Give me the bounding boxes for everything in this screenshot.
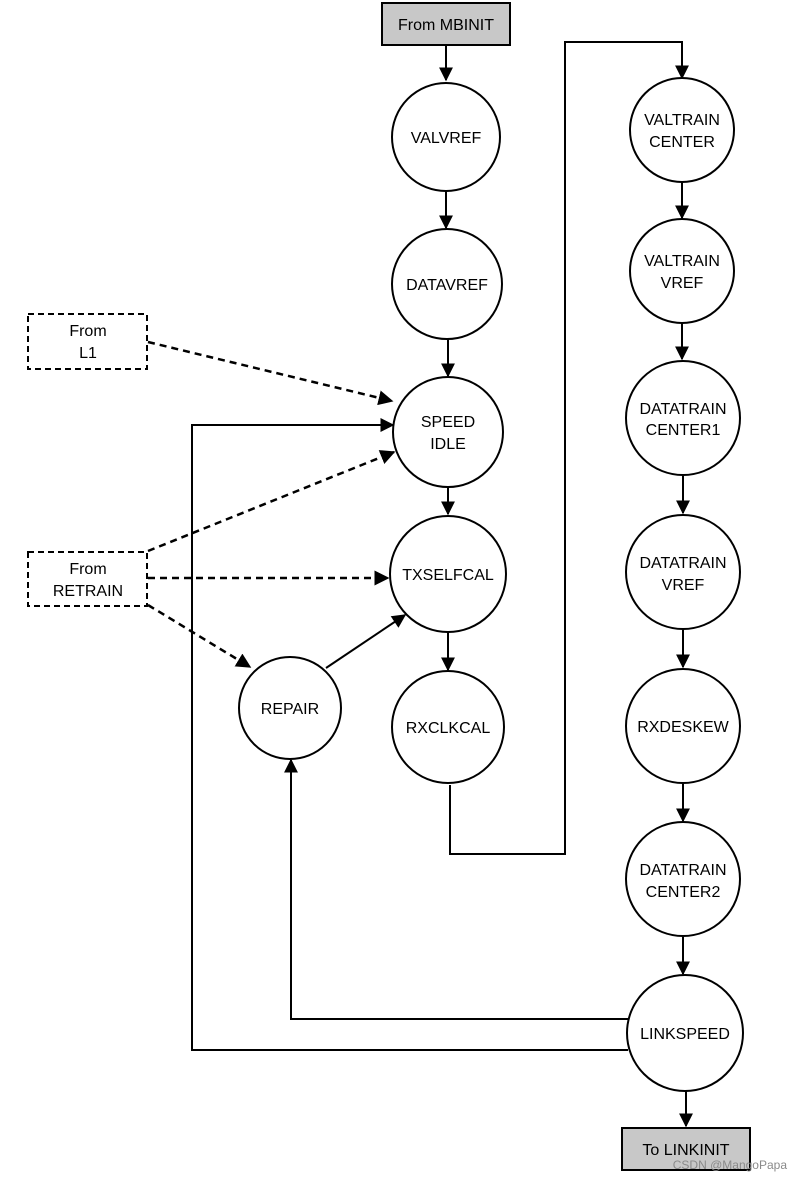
state-rxclkcal: RXCLKCAL: [391, 670, 505, 784]
state-valtrain-center-line2: CENTER: [649, 134, 715, 151]
state-valtrain-vref-line1: VALTRAIN: [644, 253, 720, 270]
end-box-linkinit: To LINKINIT: [621, 1127, 751, 1171]
state-datatrain-vref-line1: DATATRAIN: [639, 555, 726, 572]
entry-l1-line2: L1: [79, 345, 97, 362]
state-txselfcal-label: TXSELFCAL: [402, 567, 494, 584]
state-datatrain-vref: DATATRAIN VREF: [625, 514, 741, 630]
state-repair-label: REPAIR: [261, 701, 319, 718]
watermark: CSDN @MangoPapa: [673, 1158, 788, 1172]
state-linkspeed: LINKSPEED: [626, 974, 744, 1092]
edge-retrain-speedidle: [147, 450, 396, 553]
state-datatrain-center2-line1: DATATRAIN: [639, 862, 726, 879]
start-label: From MBINIT: [398, 17, 494, 34]
state-datavref: DATAVREF: [391, 228, 503, 340]
state-valvref-label: VALVREF: [411, 130, 482, 147]
state-valvref: VALVREF: [391, 82, 501, 192]
edge-rxclkcal-valtrain-center: [449, 41, 689, 855]
edge-l1-speedidle: [147, 340, 394, 406]
entry-retrain-line2: RETRAIN: [53, 583, 123, 600]
state-rxdeskew: RXDESKEW: [625, 668, 741, 784]
end-label: To LINKINIT: [642, 1142, 729, 1159]
start-box-mbinit: From MBINIT: [381, 2, 511, 46]
state-valtrain-vref-line2: VREF: [661, 275, 704, 292]
state-txselfcal: TXSELFCAL: [389, 515, 507, 633]
state-datatrain-center2-line2: CENTER2: [646, 884, 721, 901]
state-linkspeed-label: LINKSPEED: [640, 1026, 730, 1043]
entry-retrain-line1: From: [69, 561, 106, 578]
state-rxdeskew-label: RXDESKEW: [637, 719, 729, 736]
entry-l1-line1: From: [69, 323, 106, 340]
state-speedidle: SPEED IDLE: [392, 376, 504, 488]
edge-linkspeed-repair: [284, 758, 628, 1020]
state-datatrain-center2: DATATRAIN CENTER2: [625, 821, 741, 937]
state-datatrain-center1-line2: CENTER1: [646, 422, 721, 439]
state-datatrain-vref-line2: VREF: [662, 577, 705, 594]
state-valtrain-center: VALTRAIN CENTER: [629, 77, 735, 183]
entry-box-retrain: From RETRAIN: [27, 551, 148, 607]
edge-retrain-repair: [147, 603, 252, 669]
state-repair: REPAIR: [238, 656, 342, 760]
state-datavref-label: DATAVREF: [406, 277, 488, 294]
state-speedidle-line2: IDLE: [430, 436, 466, 453]
state-datatrain-center1: DATATRAIN CENTER1: [625, 360, 741, 476]
edge-linkspeed-speedidle: [191, 418, 628, 1051]
state-speedidle-line1: SPEED: [421, 414, 475, 431]
state-valtrain-center-line1: VALTRAIN: [644, 112, 720, 129]
entry-box-l1: From L1: [27, 313, 148, 370]
state-rxclkcal-label: RXCLKCAL: [406, 720, 491, 737]
state-valtrain-vref: VALTRAIN VREF: [629, 218, 735, 324]
state-datatrain-center1-line1: DATATRAIN: [639, 401, 726, 418]
edge-repair-txselfcal: [325, 614, 407, 669]
